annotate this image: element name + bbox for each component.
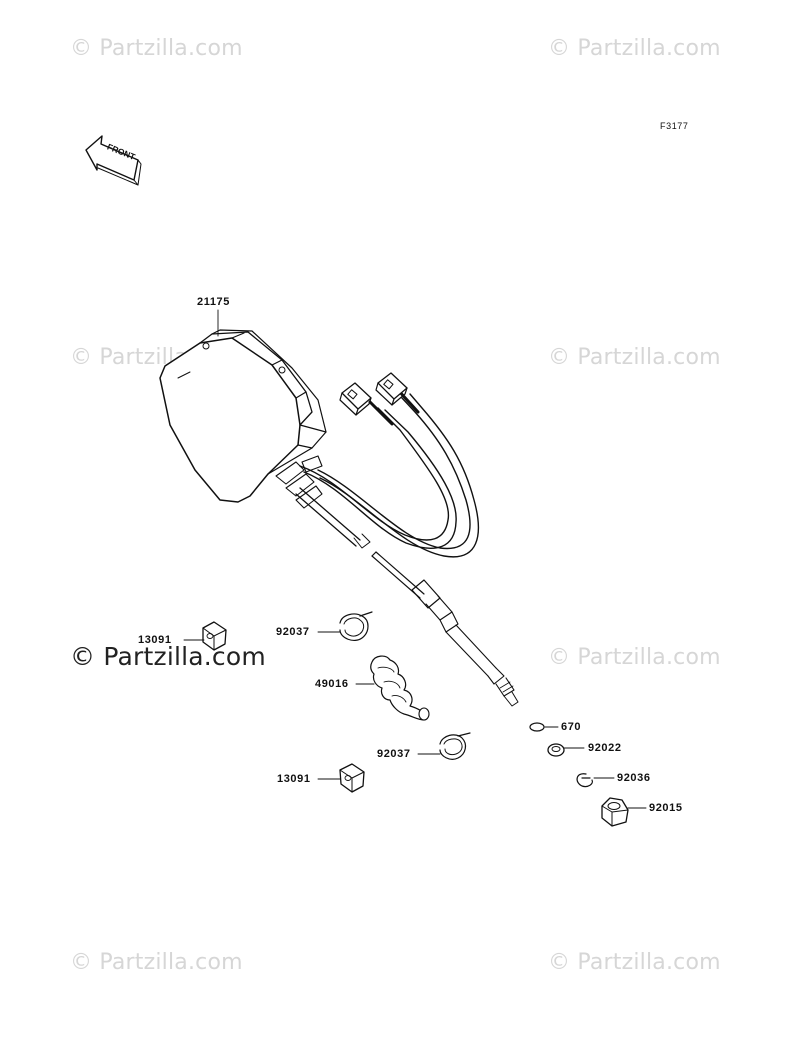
connector-right xyxy=(375,372,408,406)
watermark: © Partzilla.com xyxy=(548,345,721,370)
watermark: © Partzilla.com xyxy=(548,645,721,670)
front-arrow-icon xyxy=(85,135,142,186)
wire-harness xyxy=(299,388,480,558)
washer-icon xyxy=(547,743,565,757)
part-number-670[interactable]: 670 xyxy=(561,721,582,733)
cap-lower-icon xyxy=(339,763,365,793)
part-number-21175[interactable]: 21175 xyxy=(197,296,230,308)
part-number-92022[interactable]: 92022 xyxy=(588,742,622,754)
o-ring-icon xyxy=(529,722,545,732)
clamp-upper-icon xyxy=(339,611,373,642)
watermark: © Partzilla.com xyxy=(548,950,721,975)
part-number-92015[interactable]: 92015 xyxy=(649,802,683,814)
watermark-dark: © Partzilla.com xyxy=(70,642,266,671)
watermark: © Partzilla.com xyxy=(70,950,243,975)
figure-id: F3177 xyxy=(660,121,689,131)
watermark: © Partzilla.com xyxy=(548,36,721,61)
nut-icon xyxy=(601,797,629,827)
leader-lines xyxy=(183,309,647,809)
controller-box xyxy=(159,329,327,509)
control-cable xyxy=(295,487,519,707)
part-number-92037-lower[interactable]: 92037 xyxy=(377,748,411,760)
watermark: © Partzilla.com xyxy=(70,36,243,61)
part-number-49016[interactable]: 49016 xyxy=(315,678,349,690)
part-number-92036[interactable]: 92036 xyxy=(617,772,651,784)
boot-icon xyxy=(370,655,430,721)
part-number-13091-upper[interactable]: 13091 xyxy=(138,634,172,646)
part-number-92037-upper[interactable]: 92037 xyxy=(276,626,310,638)
circlip-icon xyxy=(576,773,593,788)
part-number-13091-lower[interactable]: 13091 xyxy=(277,773,311,785)
clamp-lower-icon xyxy=(439,732,471,760)
connector-left xyxy=(339,382,372,416)
cap-upper-icon xyxy=(202,621,227,651)
